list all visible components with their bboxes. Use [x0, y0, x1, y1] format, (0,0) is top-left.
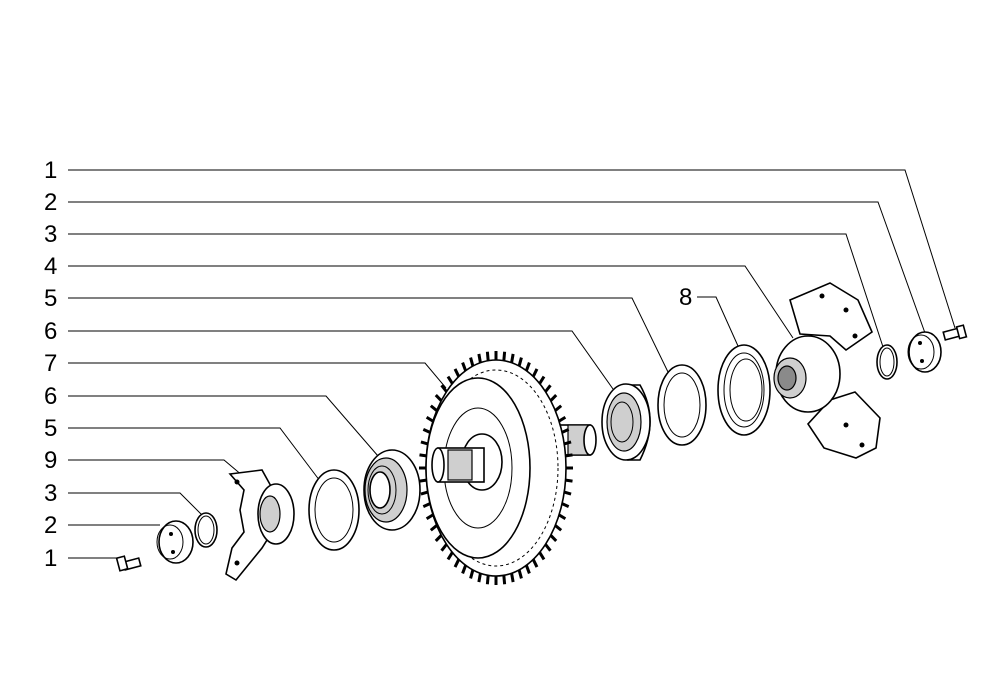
callout-5-top: 5	[44, 285, 57, 312]
bolt-part-bottom	[115, 555, 142, 572]
leader-2-top	[68, 201, 926, 334]
leader-1-top	[68, 169, 956, 329]
callout-1-bottom: 1	[44, 545, 57, 572]
leader-7	[68, 362, 447, 389]
gear-shaft-part	[425, 359, 597, 577]
bearing-cup-part-top	[657, 364, 707, 446]
callout-6-bottom: 6	[44, 383, 57, 410]
leader-3-bottom	[68, 492, 204, 517]
callout-6-top: 6	[44, 318, 57, 345]
gear-teeth	[419, 351, 573, 585]
taper-bearing-part-bottom	[363, 449, 421, 531]
leader-8	[697, 296, 739, 347]
leader-6-top	[68, 330, 614, 390]
callout-3-top: 3	[44, 221, 57, 248]
callout-8: 8	[679, 284, 692, 311]
callout-5-bottom: 5	[44, 415, 57, 442]
bearing-cup-part-bottom	[308, 469, 360, 551]
callout-2-top: 2	[44, 189, 57, 216]
callout-7: 7	[44, 350, 57, 377]
taper-bearing-part-top	[601, 383, 651, 461]
o-ring-part-top	[876, 344, 898, 380]
callout-1-top: 1	[44, 157, 57, 184]
o-ring-part-bottom	[194, 512, 218, 548]
callout-labels: 1 2 3 4 5 6 7 6 5 9 3 2 1 8	[44, 157, 692, 572]
cap-disc-part-bottom	[156, 520, 194, 564]
leader-3-top	[68, 233, 885, 351]
flange-carrier-part	[773, 282, 881, 459]
callout-4: 4	[44, 253, 57, 280]
leader-9	[68, 459, 244, 477]
leader-6-bottom	[68, 395, 379, 457]
callout-3-bottom: 3	[44, 480, 57, 507]
cap-disc-part-top	[907, 331, 942, 373]
leader-lines	[68, 169, 956, 559]
bolt-part-top	[942, 324, 968, 341]
callout-9: 9	[44, 447, 57, 474]
callout-2-bottom: 2	[44, 512, 57, 539]
leader-4	[68, 265, 794, 339]
leader-5-top	[68, 297, 669, 373]
leader-5-bottom	[68, 427, 321, 482]
yoke-part	[225, 469, 295, 582]
seal-ring-part	[717, 344, 771, 436]
